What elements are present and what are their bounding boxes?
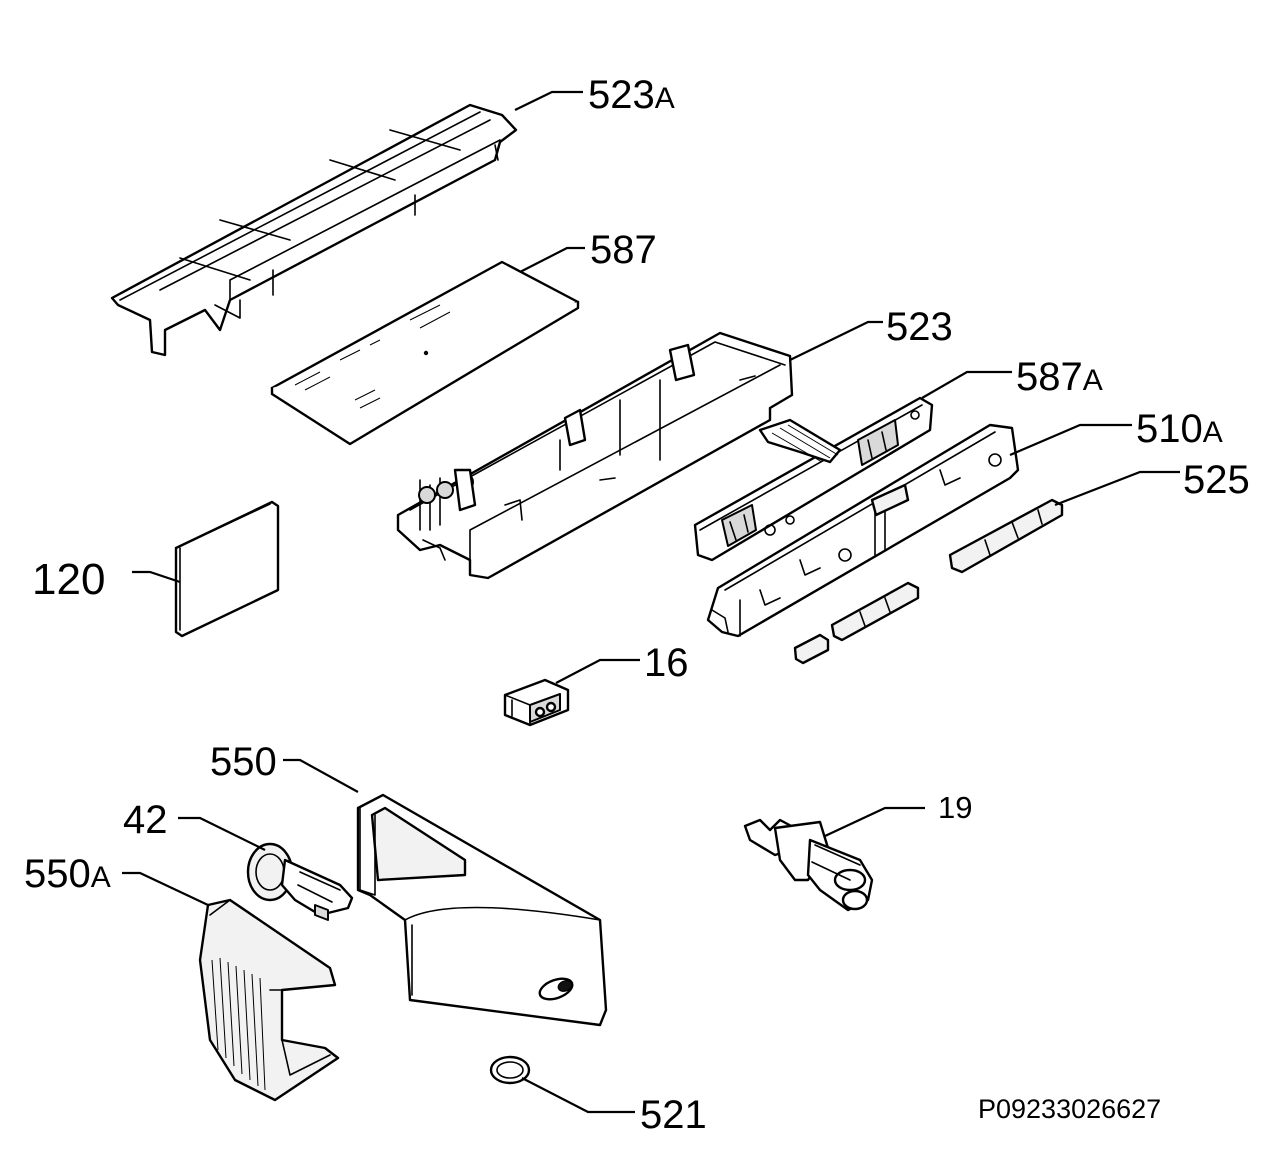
label-523a: 523A xyxy=(588,73,675,117)
leader-120 xyxy=(132,570,181,584)
label-523: 523 xyxy=(886,305,953,349)
drawing-code: P09233026627 xyxy=(978,1094,1161,1124)
part-510a-front-panel xyxy=(706,423,1020,638)
part-587a-display-board xyxy=(693,396,934,562)
part-521-o-ring xyxy=(489,1055,531,1085)
leader-525 xyxy=(1054,470,1180,507)
label-120: 120 xyxy=(32,555,105,604)
leader-42 xyxy=(178,816,266,851)
part-523-control-housing xyxy=(396,331,794,580)
part-16-switch xyxy=(503,678,570,727)
label-550a: 550A xyxy=(24,852,111,896)
part-42-lamp-socket xyxy=(246,842,354,921)
label-42: 42 xyxy=(123,798,168,842)
part-587-board-plate xyxy=(270,260,580,446)
part-120-pad xyxy=(174,500,280,638)
leader-523 xyxy=(789,320,883,361)
leader-16 xyxy=(555,658,640,684)
label-525: 525 xyxy=(1183,458,1250,502)
label-550: 550 xyxy=(210,740,277,784)
label-587: 587 xyxy=(590,228,657,272)
leader-587a xyxy=(921,370,1012,399)
label-587a: 587A xyxy=(1016,355,1103,399)
leader-lines xyxy=(122,90,1180,1114)
leader-523a xyxy=(514,90,583,111)
leader-510a xyxy=(1009,423,1132,457)
leader-521 xyxy=(521,1077,635,1114)
part-523a-top-cover xyxy=(110,103,518,357)
part-19-bulb xyxy=(743,818,874,912)
leader-19 xyxy=(824,806,925,837)
part-550a-lamp-cover xyxy=(198,898,340,1102)
label-510a: 510A xyxy=(1136,407,1223,451)
label-19: 19 xyxy=(938,790,972,825)
leader-587 xyxy=(519,246,585,273)
part-550-lamp-housing xyxy=(356,793,608,1027)
part-labels: 523A 587 523 587A 510A 525 120 16 550 42… xyxy=(24,73,1250,1137)
label-16: 16 xyxy=(644,641,689,685)
part-525-buttons xyxy=(793,498,1064,665)
leader-550a xyxy=(122,871,209,906)
label-521: 521 xyxy=(640,1093,707,1137)
leader-550 xyxy=(283,758,359,793)
